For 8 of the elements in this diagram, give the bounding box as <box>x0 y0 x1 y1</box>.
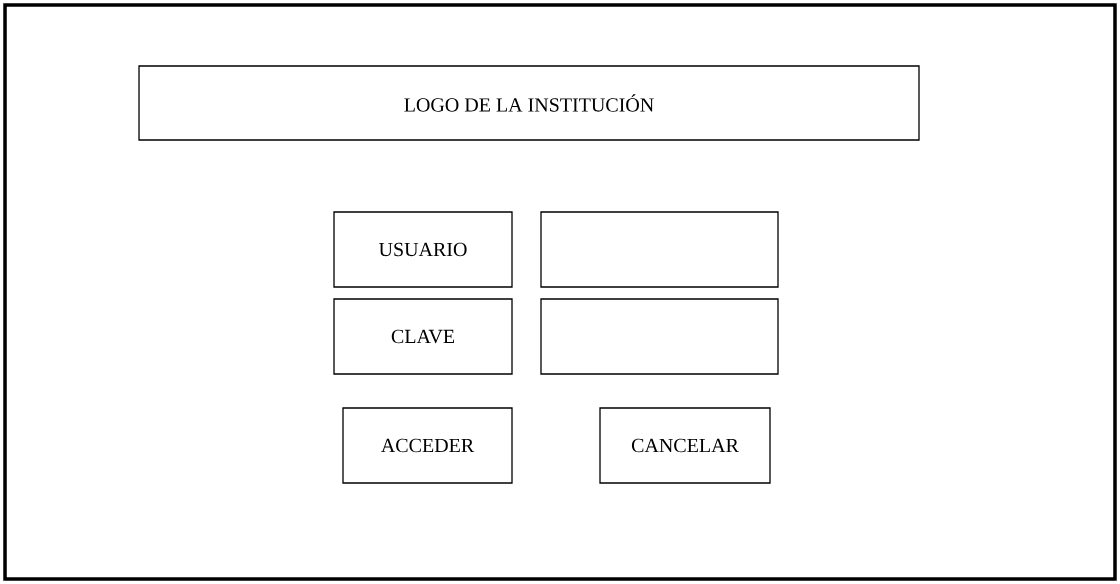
input-field <box>540 211 779 288</box>
header-box: LOGO DE LA INSTITUCIÓN <box>138 65 920 141</box>
button: ACCEDER <box>342 407 513 484</box>
label-box: CLAVE <box>333 298 513 375</box>
input-field <box>540 298 779 375</box>
window-frame <box>3 3 1117 581</box>
label-box: USUARIO <box>333 211 513 288</box>
button: CANCELAR <box>599 407 771 484</box>
